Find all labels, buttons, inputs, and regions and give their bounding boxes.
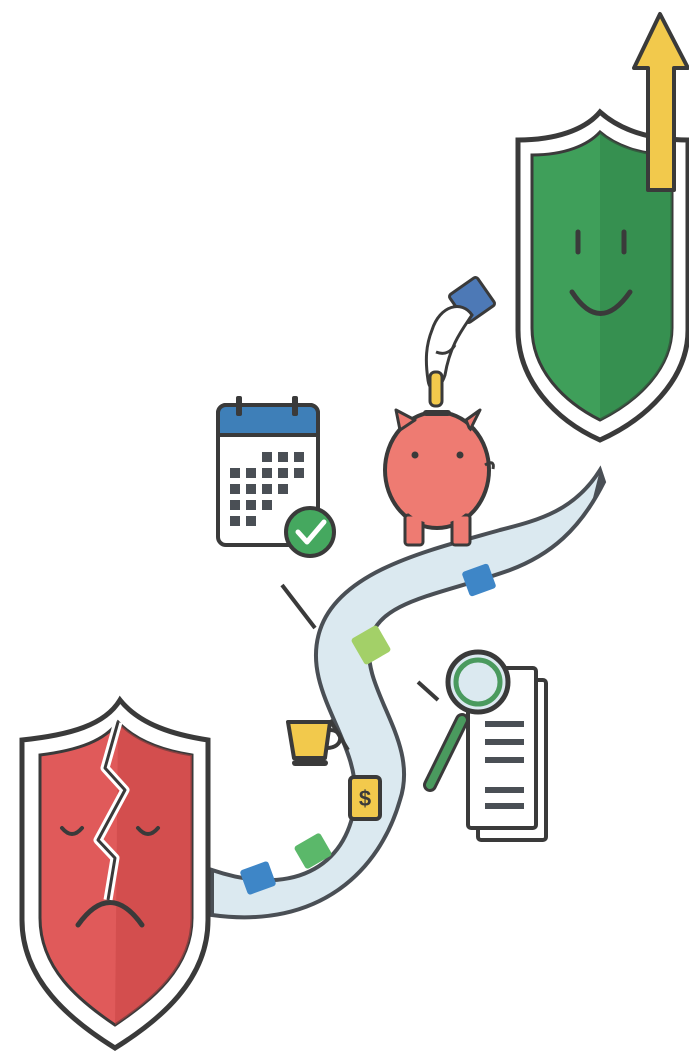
piggy-bank-icon [385,410,493,545]
hand-card-icon [426,276,495,406]
magnifier-document-icon [430,652,546,840]
coin-symbol: $ [359,786,371,811]
dollar-coin-icon: $ [350,777,380,819]
calendar-check-icon [218,396,334,556]
broken-shield-sad-icon [22,700,208,1048]
check-badge-icon [286,508,334,556]
